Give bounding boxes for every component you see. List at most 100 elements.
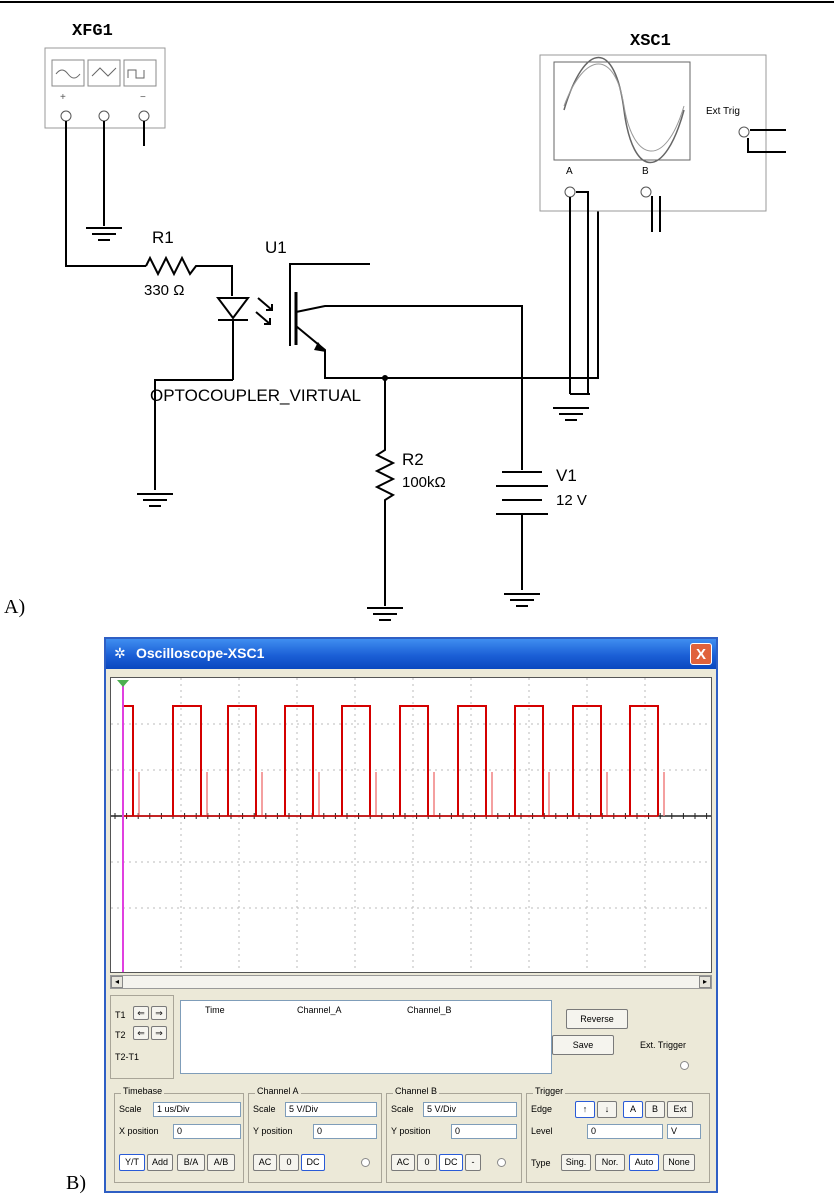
edge-falling-button[interactable]: ↓ [597, 1101, 617, 1118]
channel-a-ypos-field[interactable]: 0 [313, 1124, 377, 1139]
channel-a-ypos-label: Y position [253, 1126, 293, 1136]
trace-pulse [284, 705, 314, 816]
save-button[interactable]: Save [552, 1035, 614, 1055]
channel-b-scale-label: Scale [391, 1104, 414, 1114]
channel-a-terminal[interactable] [361, 1158, 370, 1167]
oscilloscope-window: ✲ Oscilloscope-XSC1 X ◂ ▸ T1 T2 T2-T1 ⇐ … [104, 637, 718, 1193]
channel-b-ac-button[interactable]: AC [391, 1154, 415, 1171]
t2-right-arrow-icon[interactable]: ⇒ [151, 1026, 167, 1040]
t1-left-arrow-icon[interactable]: ⇐ [133, 1006, 149, 1020]
trigger-source-b-button[interactable]: B [645, 1101, 665, 1118]
cursor-t1-handle[interactable] [117, 680, 129, 687]
trace-pulse [572, 705, 602, 816]
channel-b-dc-button[interactable]: DC [439, 1154, 463, 1171]
window-titlebar[interactable]: ✲ Oscilloscope-XSC1 X [106, 639, 716, 669]
trace-pulse [514, 705, 544, 816]
timebase-xpos-label: X position [119, 1126, 159, 1136]
channel-a-ac-button[interactable]: AC [253, 1154, 277, 1171]
edge-rising-button[interactable]: ↑ [575, 1101, 595, 1118]
channel-a-zero-button[interactable]: 0 [279, 1154, 299, 1171]
readout-header-time: Time [205, 1005, 225, 1015]
ground-r2 [367, 607, 403, 621]
trigger-normal-button[interactable]: Nor. [595, 1154, 625, 1171]
horizontal-scrollbar[interactable]: ◂ ▸ [110, 975, 712, 989]
trigger-none-button[interactable]: None [663, 1154, 695, 1171]
scroll-right-icon[interactable]: ▸ [699, 976, 711, 988]
trigger-level-label: Level [531, 1126, 553, 1136]
trigger-single-button[interactable]: Sing. [561, 1154, 591, 1171]
mode-ba-button[interactable]: B/A [177, 1154, 205, 1171]
r2-label: R2 [402, 450, 424, 469]
trigger-group: Trigger Edge ↑ ↓ A B Ext Level 0 V Type … [526, 1086, 710, 1183]
trigger-source-a-button[interactable]: A [623, 1101, 643, 1118]
trace-pulse [457, 705, 487, 816]
trace-pulse [399, 705, 429, 816]
t1-right-arrow-icon[interactable]: ⇒ [151, 1006, 167, 1020]
timebase-scale-field[interactable]: 1 us/Div [153, 1102, 241, 1117]
xfg1-label: XFG1 [72, 22, 113, 41]
cursor-t1-label: T1 [115, 1010, 126, 1020]
u1-part-name: OPTOCOUPLER_VIRTUAL [150, 386, 361, 405]
v1-label: V1 [556, 466, 577, 485]
u1-label: U1 [265, 238, 287, 257]
trace-pulse [172, 705, 202, 816]
r2-value: 100kΩ [402, 474, 446, 491]
window-title: Oscilloscope-XSC1 [136, 645, 265, 661]
figure-label-b: B) [66, 1172, 86, 1194]
trigger-auto-button[interactable]: Auto [629, 1154, 659, 1171]
function-generator-xfg1[interactable] [44, 47, 166, 129]
channel-a-group: Channel A Scale 5 V/Div Y position 0 AC … [248, 1086, 382, 1183]
ext-trigger-label: Ext. Trigger [640, 1040, 687, 1050]
timebase-scale-label: Scale [119, 1104, 142, 1114]
ground-led [137, 493, 173, 507]
channel-a-dc-button[interactable]: DC [301, 1154, 325, 1171]
channel-b-zero-button[interactable]: 0 [417, 1154, 437, 1171]
cursor-diff-label: T2-T1 [115, 1052, 140, 1062]
timebase-group: Timebase Scale 1 us/Div X position 0 Y/T… [114, 1086, 244, 1183]
r1-label: R1 [152, 228, 174, 247]
trace-pulse [123, 705, 134, 816]
cursor-readout-table: Time Channel_A Channel_B [180, 1000, 552, 1074]
timebase-xpos-field[interactable]: 0 [173, 1124, 241, 1139]
trigger-level-unit[interactable]: V [667, 1124, 701, 1139]
channel-b-group: Channel B Scale 5 V/Div Y position 0 AC … [386, 1086, 522, 1183]
channel-a-scale-label: Scale [253, 1104, 276, 1114]
readout-header-channel-b: Channel_B [407, 1005, 452, 1015]
cursor-controls: T1 T2 T2-T1 ⇐ ⇒ ⇐ ⇒ [110, 995, 174, 1079]
close-button[interactable]: X [690, 643, 712, 665]
trace-pulse [629, 705, 659, 816]
v1-value: 12 V [556, 492, 587, 509]
ext-trigger-terminal[interactable] [680, 1061, 689, 1070]
channel-b-terminal[interactable] [497, 1158, 506, 1167]
circuit-schematic [0, 1, 834, 621]
trigger-level-field[interactable]: 0 [587, 1124, 663, 1139]
scope-display[interactable] [110, 677, 712, 973]
trace-pulse [227, 705, 257, 816]
mode-add-button[interactable]: Add [147, 1154, 173, 1171]
xsc1-label: XSC1 [630, 32, 671, 51]
ground-v1 [504, 593, 540, 607]
scope-channel-b-label: B [642, 166, 649, 177]
trigger-source-ext-button[interactable]: Ext [667, 1101, 693, 1118]
channel-b-legend: Channel B [393, 1086, 440, 1096]
fg-minus-terminal: − [140, 92, 146, 103]
trigger-type-label: Type [531, 1158, 551, 1168]
oscilloscope-xsc1[interactable] [539, 54, 767, 212]
t2-left-arrow-icon[interactable]: ⇐ [133, 1026, 149, 1040]
scroll-left-icon[interactable]: ◂ [111, 976, 123, 988]
ground-fg [86, 227, 122, 241]
reverse-button[interactable]: Reverse [566, 1009, 628, 1029]
mode-ab-button[interactable]: A/B [207, 1154, 235, 1171]
trigger-legend: Trigger [533, 1086, 566, 1096]
scope-channel-a-label: A [566, 166, 573, 177]
channel-b-scale-field[interactable]: 5 V/Div [423, 1102, 517, 1117]
channel-b-ypos-label: Y position [391, 1126, 431, 1136]
channel-b-invert-button[interactable]: - [465, 1154, 481, 1171]
scope-app-icon: ✲ [114, 645, 126, 661]
trigger-edge-label: Edge [531, 1104, 553, 1114]
mode-yt-button[interactable]: Y/T [119, 1154, 145, 1171]
channel-b-ypos-field[interactable]: 0 [451, 1124, 517, 1139]
channel-a-scale-field[interactable]: 5 V/Div [285, 1102, 377, 1117]
fg-plus-terminal: + [60, 92, 66, 103]
ext-trig-label: Ext Trig [706, 106, 740, 117]
